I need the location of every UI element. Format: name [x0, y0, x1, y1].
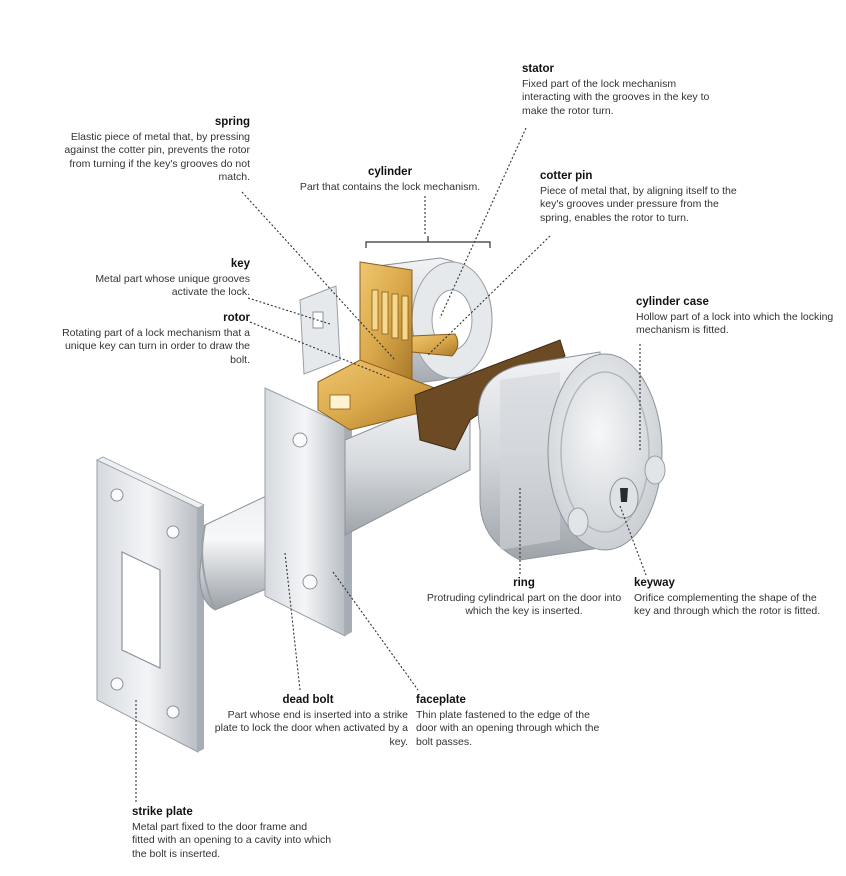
- faceplate-title: faceplate: [416, 694, 466, 706]
- label-stator: stator Fixed part of the lock mechanism …: [522, 63, 722, 118]
- cotter-pin-title: cotter pin: [540, 170, 593, 182]
- rotor-desc: Rotating part of a lock mechanism that a…: [62, 326, 250, 366]
- back-bracket-shape: [299, 285, 341, 375]
- keyway-desc: Orifice complementing the shape of the k…: [634, 591, 821, 618]
- dead-bolt-title: dead bolt: [282, 694, 334, 706]
- key-desc: Metal part whose unique grooves activate…: [95, 272, 250, 299]
- label-rotor: rotor Rotating part of a lock mechanism …: [52, 312, 250, 367]
- strike-plate-desc: Metal part fixed to the door frame and f…: [132, 820, 332, 860]
- spring-leader: [241, 191, 396, 361]
- cotter-pin-desc: Piece of metal that, by aligning itself …: [540, 184, 737, 224]
- cylinder-title: cylinder: [367, 166, 413, 178]
- key-title: key: [230, 258, 250, 270]
- stator-leader: [439, 127, 527, 319]
- rotor-leader: [249, 321, 391, 379]
- label-spring: spring Elastic piece of metal that, by p…: [52, 116, 250, 185]
- ring-title: ring: [513, 577, 535, 589]
- label-keyway: keyway Orifice complementing the shape o…: [634, 577, 834, 619]
- keyway-title: keyway: [634, 577, 675, 589]
- dead-bolt-desc: Part whose end is inserted into a strike…: [214, 708, 408, 748]
- cylinder-case-shape: [477, 351, 666, 561]
- cylinder-bracket: [365, 236, 491, 248]
- stator-title: stator: [522, 63, 554, 75]
- cylinder-case-title: cylinder case: [636, 296, 709, 308]
- stator-desc: Fixed part of the lock mechanism interac…: [522, 77, 710, 117]
- label-ring: ring Protruding cylindrical part on the …: [420, 577, 628, 619]
- rotor-shape: [317, 261, 459, 431]
- keyway-leader: [619, 505, 647, 576]
- label-cylinder-case: cylinder case Hollow part of a lock into…: [636, 296, 836, 338]
- label-key: key Metal part whose unique grooves acti…: [70, 258, 250, 300]
- spring-desc: Elastic piece of metal that, by pressing…: [64, 130, 250, 184]
- strike-plate-title: strike plate: [132, 806, 193, 818]
- faceplate-shape: [264, 387, 352, 637]
- dead-bolt-leader: [284, 552, 301, 691]
- spring-title: spring: [214, 116, 250, 128]
- faceplate-desc: Thin plate fastened to the edge of the d…: [416, 708, 600, 748]
- cotter-pin-leader: [427, 235, 551, 356]
- rotor-title: rotor: [223, 312, 250, 324]
- label-dead-bolt: dead bolt Part whose end is inserted int…: [208, 694, 408, 749]
- ring-desc: Protruding cylindrical part on the door …: [426, 591, 622, 618]
- label-strike-plate: strike plate Metal part fixed to the doo…: [132, 806, 332, 861]
- strike-plate-shape: [96, 456, 205, 753]
- cylinder-case-desc: Hollow part of a lock into which the loc…: [636, 310, 834, 337]
- leader-lines: [135, 127, 647, 803]
- cylinder-desc: Part that contains the lock mechanism.: [299, 180, 481, 193]
- label-cotter-pin: cotter pin Piece of metal that, by align…: [540, 170, 740, 225]
- label-cylinder: cylinder Part that contains the lock mec…: [285, 166, 495, 194]
- label-faceplate: faceplate Thin plate fastened to the edg…: [416, 694, 612, 749]
- faceplate-leader: [332, 571, 419, 691]
